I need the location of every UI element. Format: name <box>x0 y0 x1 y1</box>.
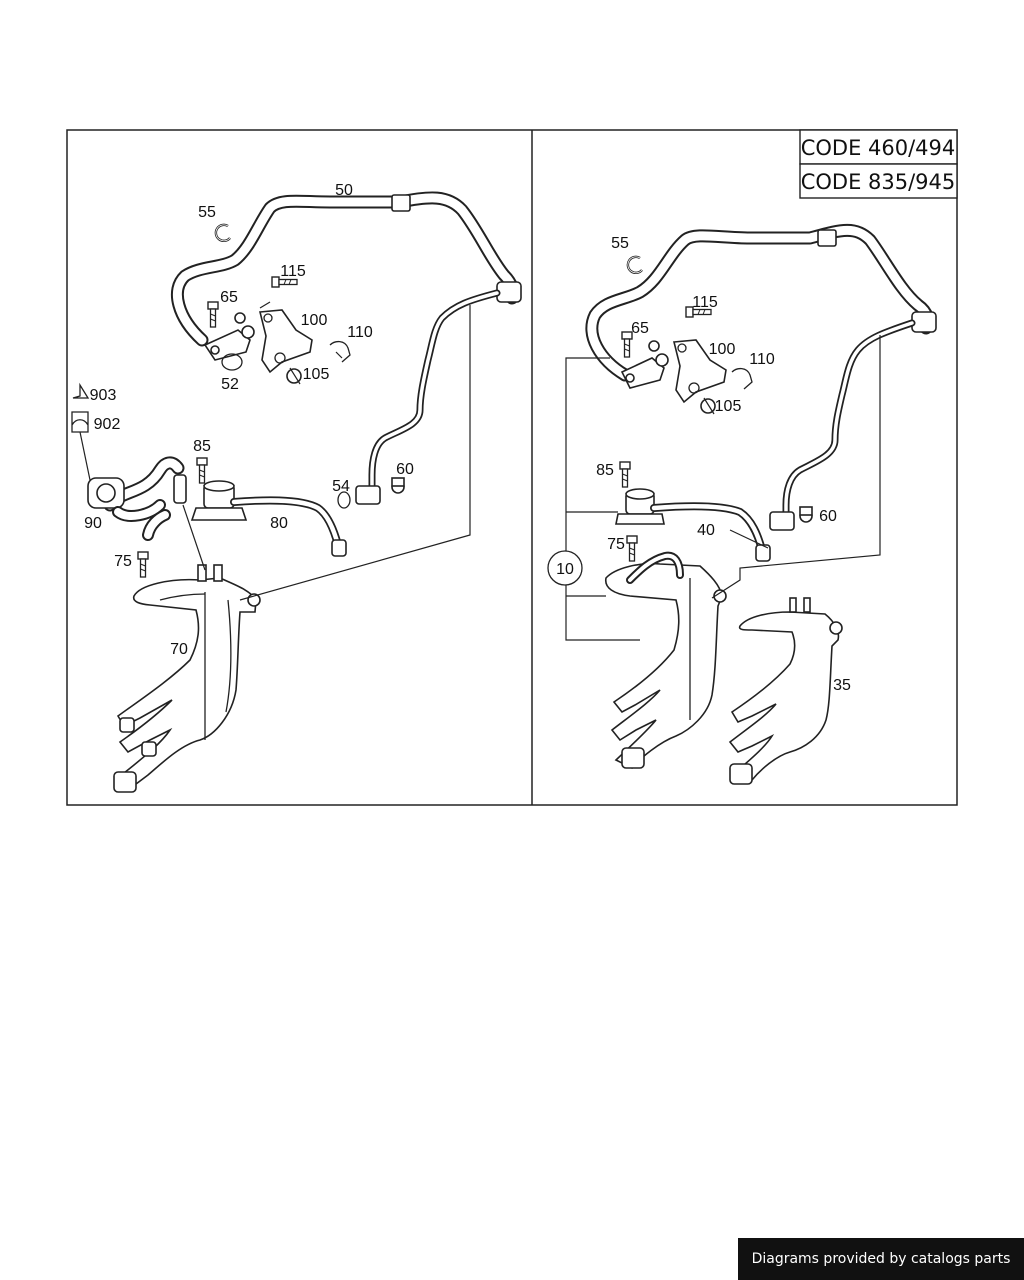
label-90: 90 <box>84 515 102 532</box>
symbol-903 <box>72 382 90 399</box>
valve-90 <box>87 456 187 541</box>
clip-110 <box>329 340 351 363</box>
label-105: 105 <box>303 366 330 383</box>
label-65: 65 <box>220 289 238 306</box>
label-10-right: 10 <box>556 561 574 578</box>
label-40-right: 40 <box>697 522 715 539</box>
fitting-60 <box>391 477 405 494</box>
label-60: 60 <box>396 461 414 478</box>
code-box-1: CODE 460/494 <box>799 129 958 165</box>
label-52: 52 <box>221 376 239 393</box>
code-box-2: CODE 835/945 <box>799 163 958 199</box>
code-label-2: CODE 835/945 <box>801 170 956 194</box>
label-100-right: 100 <box>709 341 736 358</box>
label-85-right: 85 <box>596 462 614 479</box>
housing-80 <box>190 480 347 557</box>
label-105-right: 105 <box>715 398 742 415</box>
o-ring-52 <box>221 353 243 371</box>
label-54: 54 <box>332 478 350 495</box>
code-label-1: CODE 460/494 <box>801 136 956 160</box>
label-35-right: 35 <box>833 677 851 694</box>
clip-110-right <box>731 367 753 390</box>
diagram-frame <box>66 129 958 806</box>
label-75: 75 <box>114 553 132 570</box>
label-115: 115 <box>280 263 306 280</box>
label-85: 85 <box>193 438 211 455</box>
manifold-70 <box>113 564 261 793</box>
label-80: 80 <box>270 515 288 532</box>
pipe-50-return <box>368 289 501 494</box>
clamp-105-right <box>700 397 716 415</box>
label-75-right: 75 <box>607 536 625 553</box>
label-110: 110 <box>347 324 373 341</box>
label-50: 50 <box>335 182 353 199</box>
fitting-60-right <box>799 506 813 523</box>
label-902: 902 <box>94 416 121 433</box>
manifold-assembly-10 <box>605 551 727 770</box>
bolt-75-right <box>626 535 638 562</box>
footer-credit: Diagrams provided by catalogs parts <box>738 1238 1024 1280</box>
callout-circle-10 <box>547 550 583 586</box>
label-65-right: 65 <box>631 320 649 337</box>
connector-54 <box>337 485 381 509</box>
bolt-85-right <box>619 461 631 488</box>
label-115-right: 115 <box>692 294 718 311</box>
left-panel: 50 55 115 65 100 110 52 105 903 902 85 5… <box>71 182 522 793</box>
clamp-105 <box>286 367 302 385</box>
hose-50 <box>171 191 522 347</box>
group-bracket-10 <box>565 357 640 641</box>
right-panel: 55 115 65 100 110 105 85 40 60 75 10 35 <box>547 223 937 785</box>
housing-40 <box>615 488 771 562</box>
connector-right <box>769 511 795 531</box>
clip-55-right <box>626 255 644 275</box>
clip-55 <box>214 223 232 243</box>
bolt-85 <box>196 457 208 484</box>
bolt-75 <box>137 551 149 578</box>
label-55-right: 55 <box>611 235 629 252</box>
pipe-right-return <box>782 319 916 519</box>
hose-right <box>585 223 937 382</box>
label-70: 70 <box>170 641 188 658</box>
label-903: 903 <box>90 387 117 404</box>
bracket-100-right <box>672 339 727 404</box>
label-55: 55 <box>198 204 216 221</box>
manifold-35 <box>728 597 843 785</box>
flange-65-right <box>620 331 669 389</box>
symbol-902 <box>71 411 89 433</box>
label-110-right: 110 <box>749 351 775 368</box>
label-100: 100 <box>301 312 328 329</box>
bracket-100 <box>258 309 313 374</box>
label-60-right: 60 <box>819 508 837 525</box>
flange-65 <box>203 301 255 361</box>
